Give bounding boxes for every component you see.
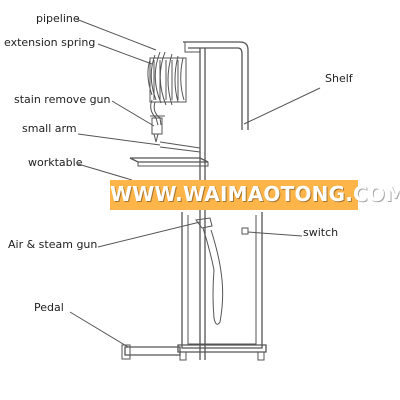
extension-spring	[147, 51, 187, 106]
leader-lines	[69, 18, 321, 348]
label-pipeline: pipeline	[36, 12, 80, 25]
air-steam-gun	[195, 217, 224, 325]
label-shelf: Shelf	[325, 72, 354, 85]
label-pedal: Pedal	[34, 301, 64, 314]
label-air-steam-gun: Air & steam gun	[8, 238, 97, 251]
label-extension-spring: extension spring	[4, 36, 95, 49]
pedal	[121, 344, 181, 360]
label-switch: switch	[303, 226, 338, 239]
cabinet	[177, 212, 267, 361]
label-small-arm: small arm	[22, 122, 77, 135]
label-stain-remove-gun: stain remove gun	[14, 93, 111, 106]
stain-remove-gun	[150, 115, 165, 143]
watermark-text: WWW.WAIMAOTONG.COM	[110, 182, 400, 206]
watermark-band	[110, 180, 358, 210]
worktable	[129, 157, 209, 167]
switch-icon	[241, 227, 249, 235]
small-arm	[159, 141, 201, 153]
label-worktable: worktable	[28, 156, 83, 169]
